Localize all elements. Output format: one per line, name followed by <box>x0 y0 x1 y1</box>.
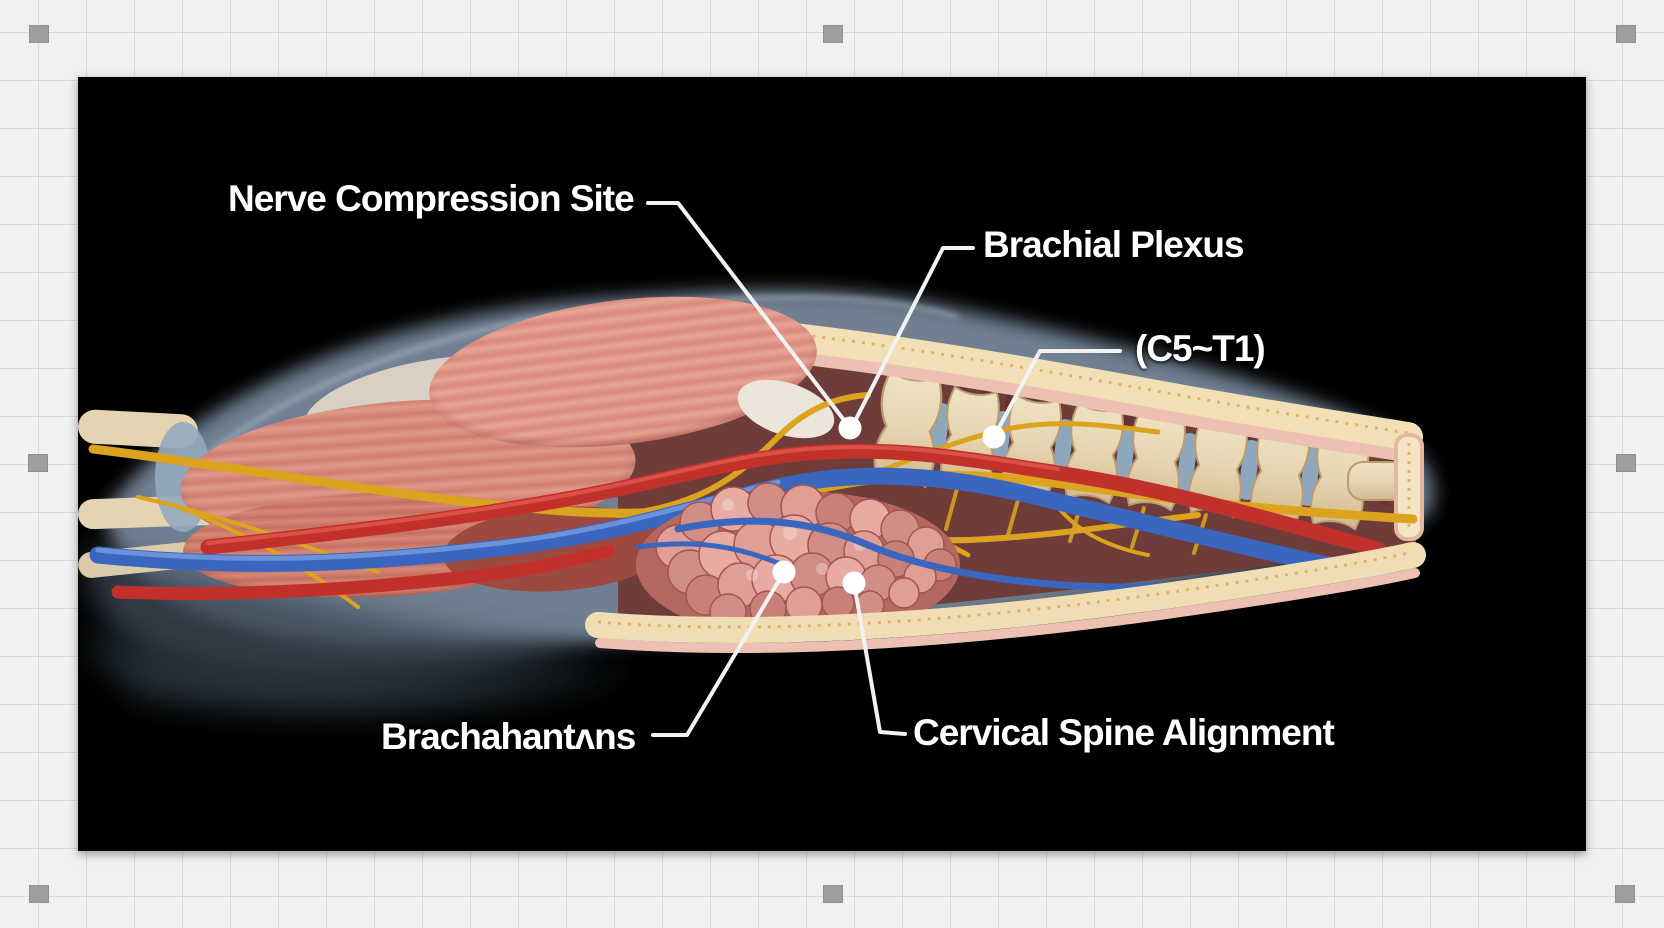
selection-handle-top-center[interactable] <box>823 25 843 43</box>
selection-handle-middle-left[interactable] <box>28 454 48 472</box>
leader-lines <box>646 201 1122 737</box>
anatomy-illustration <box>78 201 1434 737</box>
selection-handle-bottom-right[interactable] <box>1615 885 1635 903</box>
selection-handle-bottom-left[interactable] <box>29 885 49 903</box>
label-c5-t1: (C5~T1) <box>1135 328 1266 369</box>
selection-handle-top-right[interactable] <box>1616 25 1636 43</box>
selection-handle-bottom-center[interactable] <box>823 885 843 903</box>
selection-handle-middle-right[interactable] <box>1616 454 1636 472</box>
anatomy-image[interactable]: Nerve Compression Site Brachial Plexus (… <box>78 77 1586 851</box>
label-brachial-plexus: Brachial Plexus <box>983 224 1245 265</box>
label-cervical-spine-alignment: Cervical Spine Alignment <box>913 712 1335 753</box>
label-nerve-compression-site: Nerve Compression Site <box>228 178 635 219</box>
marker-dots <box>772 416 1006 595</box>
label-brachahantns: Brachahantʌns <box>381 716 636 757</box>
selection-handle-top-left[interactable] <box>29 25 49 43</box>
